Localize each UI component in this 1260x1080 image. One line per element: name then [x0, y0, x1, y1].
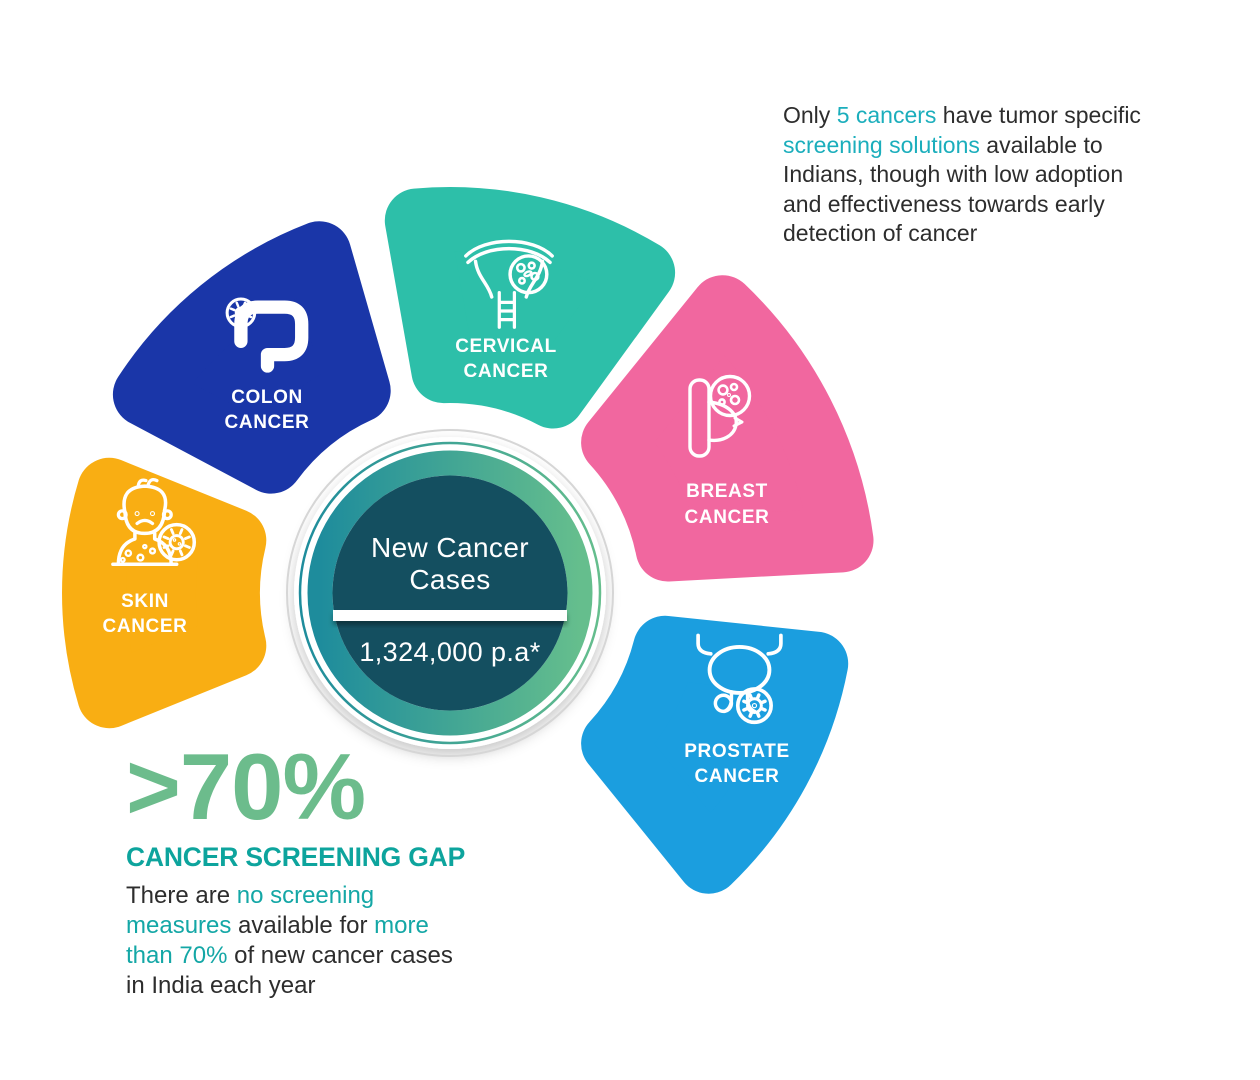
skin-spot — [136, 553, 145, 562]
cervical-cell — [517, 276, 526, 285]
colon-cell-badge — [225, 297, 257, 329]
uterus-side-left — [473, 259, 494, 299]
center-divider — [333, 610, 567, 621]
colon-cancer-icon — [225, 297, 309, 373]
text-segment: no screening measures — [126, 882, 375, 939]
skin-spot — [119, 556, 126, 563]
skin-ear-left — [116, 509, 128, 521]
skin-cancer-icon — [111, 477, 197, 566]
breast-body-outline — [688, 378, 711, 458]
outer-gray-ring — [286, 429, 614, 757]
screening-gap-description: There are no screening measures availabl… — [126, 881, 626, 1001]
colon-cell-nucleus — [234, 306, 248, 319]
skin-spot — [124, 549, 133, 558]
prostate-cancer-icon — [696, 633, 783, 725]
prostate-horn-left — [696, 633, 713, 656]
thick-gradient-ring — [307, 450, 593, 736]
cervical-label-line2: CANCER — [464, 361, 549, 382]
cervical-cell-badge — [508, 254, 549, 295]
text-segment: There are — [126, 882, 237, 909]
breast-cell-badge — [708, 374, 752, 418]
skin-label-line1: SKIN — [121, 591, 169, 612]
skin-label-line2: CANCER — [103, 616, 188, 637]
intro-note-text: Only 5 cancers have tumor specific scree… — [783, 101, 1235, 249]
petal-cervical-cancer: CERVICAL CANCER — [384, 187, 676, 429]
petal-shape-cervical — [384, 187, 676, 429]
breast-cell — [729, 394, 741, 406]
prostate-gear-teeth — [742, 693, 767, 718]
breast-cell — [717, 384, 729, 396]
text-segment: of new cancer cases in India each year — [126, 942, 453, 999]
center-title-line1: New Cancer — [371, 532, 529, 563]
colon-cell-rays — [229, 301, 253, 325]
prostate-label-line2: CANCER — [695, 766, 780, 787]
skin-cell-rays — [162, 528, 191, 557]
center-title-line2: Cases — [409, 564, 490, 595]
breast-cancer-icon — [688, 374, 752, 458]
colon-label-line1: COLON — [231, 387, 303, 408]
skin-frown — [135, 518, 155, 526]
skin-cell-nucleus — [168, 534, 185, 551]
prostate-label-line1: PROSTATE — [684, 741, 789, 762]
petal-prostate-cancer: PROSTATE CANCER — [581, 615, 849, 894]
cervical-cancer-icon — [464, 239, 554, 329]
text-segment: 5 cancers — [836, 102, 937, 128]
screening-gap-title: CANCER SCREENING GAP — [126, 842, 466, 872]
breast-cell — [729, 382, 739, 392]
skin-cell-dot — [172, 538, 177, 542]
skin-eye-left — [134, 511, 140, 517]
skin-face-outline — [123, 508, 167, 536]
prostate-lobe — [713, 693, 734, 714]
prostate-cell-badge — [735, 687, 773, 725]
skin-ear-right — [161, 509, 173, 521]
petal-shape-colon — [112, 221, 391, 494]
uterus-top-line2 — [466, 246, 552, 265]
skin-eye-right — [149, 511, 156, 517]
uterus-top-line — [464, 239, 554, 258]
screening-gap-value: >70% — [126, 734, 366, 839]
petal-colon-cancer: COLON CANCER — [112, 221, 391, 494]
cervical-cell-core — [523, 270, 533, 278]
text-segment: Only — [783, 102, 837, 128]
text-segment: available for — [231, 912, 375, 939]
breast-cell — [718, 398, 726, 406]
screening-gap-block: >70% CANCER SCREENING GAP There are no s… — [126, 734, 626, 1001]
skin-cell-dot — [177, 542, 182, 546]
cervical-label-line1: CERVICAL — [455, 336, 557, 357]
cervical-cell — [515, 262, 526, 273]
prostate-gear — [746, 697, 763, 714]
text-segment: more than 70% — [126, 912, 429, 969]
petal-skin-cancer: SKIN CANCER — [62, 457, 267, 729]
text-segment: available to Indians, though with low ad… — [783, 131, 1124, 247]
skin-hair-outline — [122, 484, 168, 515]
center-inner-circle — [332, 475, 568, 711]
uterus-cervix-ladder — [497, 291, 517, 329]
cervical-cell — [530, 271, 540, 282]
skin-spot — [142, 543, 148, 550]
cervical-cell — [527, 261, 536, 270]
breast-label-line1: BREAST — [686, 481, 768, 502]
thin-gradient-ring — [298, 441, 602, 745]
center-cases-value: 1,324,000 p.a* — [359, 637, 540, 667]
prostate-gear-dot — [751, 702, 758, 709]
center-circle-group: New Cancer Cases 1,324,000 p.a* — [286, 429, 614, 757]
prostate-bladder-outline — [707, 644, 772, 695]
breast-cell-dot — [727, 393, 731, 397]
text-segment: screening solutions — [783, 131, 980, 158]
prostate-horn-right — [766, 633, 783, 656]
skin-hair-tuft — [136, 477, 159, 488]
petal-breast-cancer: BREAST CANCER — [581, 275, 874, 582]
skin-spot — [148, 547, 157, 555]
skin-cell-badge — [157, 522, 197, 562]
text-segment: have tumor specific — [942, 102, 1141, 128]
breast-label-line2: CANCER — [685, 507, 770, 528]
petal-shape-breast — [581, 275, 874, 582]
breast-nipple — [732, 416, 744, 428]
colon-label-line2: CANCER — [225, 412, 310, 433]
intro-note: Only 5 cancers have tumor specific scree… — [783, 101, 1235, 249]
